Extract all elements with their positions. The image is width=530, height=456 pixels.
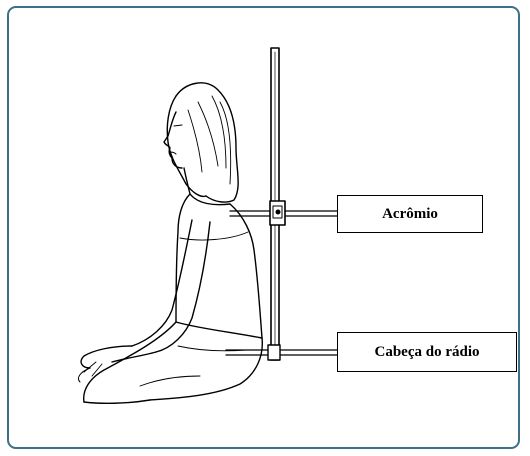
label-radial-head: Cabeça do rádio — [337, 332, 517, 372]
label-radial-head-text: Cabeça do rádio — [375, 344, 480, 361]
label-acromion-text: Acrômio — [382, 206, 438, 223]
acromion-arm — [230, 201, 337, 225]
label-acromion: Acrômio — [337, 195, 483, 233]
radial-head-arm — [226, 345, 337, 360]
